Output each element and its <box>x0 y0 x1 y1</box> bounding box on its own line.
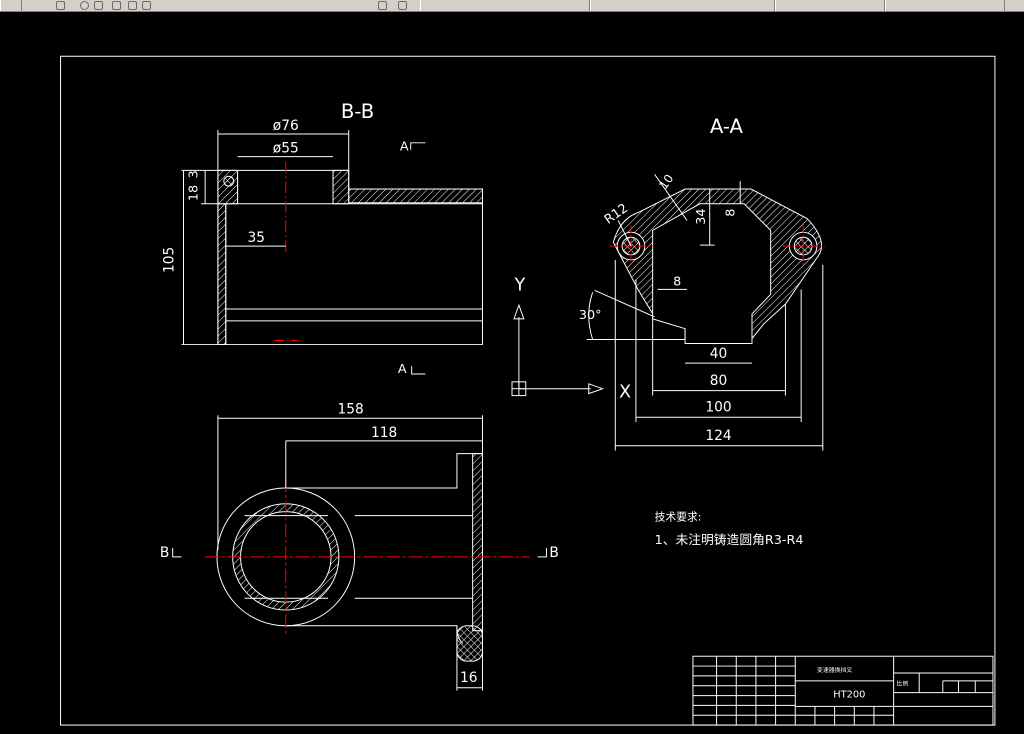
cad-drawing[interactable]: B-B ø76 ø55 105 18 3 35 <box>0 12 1024 730</box>
tech-requirements: 技术要求: 1、未注明铸造圆角R3-R4 <box>655 511 804 549</box>
bb-top-wall <box>348 188 483 204</box>
title-material: HT200 <box>833 690 865 701</box>
title-scale: 比例 <box>897 680 909 688</box>
title-block: 变速器换挡叉 HT200 比例 <box>692 655 994 726</box>
dim-d100: 100 <box>705 399 731 415</box>
dim-d35: 35 <box>248 230 266 246</box>
plan-arm-bottom <box>285 625 458 662</box>
top-toolbar <box>0 0 1024 12</box>
axis-x-label: X <box>619 383 631 403</box>
toolbar-combo-linetype[interactable] <box>775 0 885 11</box>
dim-d76: ø76 <box>273 118 299 134</box>
section-aa-title: A-A <box>710 115 744 138</box>
drawing-border <box>60 55 996 726</box>
bb-left-wall <box>217 203 227 345</box>
dim-angle30: 30° <box>579 308 602 323</box>
section-aa: A-A R12 10 34 8 8 30° 40 80 <box>579 115 825 451</box>
section-bb-title: B-B <box>341 100 374 123</box>
new-icon[interactable] <box>56 1 65 10</box>
save-icon[interactable] <box>94 1 103 10</box>
undo-icon[interactable] <box>142 1 151 10</box>
dim-d158: 158 <box>338 401 364 417</box>
toolbar-combo-lineweight[interactable] <box>885 0 1005 11</box>
dim-h3: 3 <box>186 170 201 178</box>
tech-req-item-1: 1、未注明铸造圆角R3-R4 <box>655 532 804 548</box>
section-marker-b-right: B <box>549 545 558 561</box>
dim-h18: 18 <box>186 185 201 201</box>
dim-d124: 124 <box>705 428 731 444</box>
dim-d40: 40 <box>710 346 728 362</box>
dim-d34: 34 <box>694 208 709 224</box>
plan-view: 158 118 16 B B <box>160 401 559 691</box>
toolbar-combo-color[interactable] <box>590 0 775 11</box>
dim-h105: 105 <box>162 247 178 273</box>
print-icon[interactable] <box>112 1 121 10</box>
section-marker-a-bottom: A <box>398 362 407 377</box>
drawing-canvas[interactable]: B-B ø76 ø55 105 18 3 35 <box>0 12 1024 730</box>
toolbar-combo-layer[interactable] <box>420 0 590 11</box>
bb-seal-ring <box>223 175 235 187</box>
dim-d118: 118 <box>371 425 397 441</box>
toolbar-segment-1 <box>0 0 22 11</box>
section-marker-a-top: A <box>400 140 409 155</box>
plot-icon[interactable] <box>128 1 137 10</box>
layer-icon[interactable] <box>398 1 407 10</box>
dim-d16: 16 <box>460 670 478 686</box>
redo-icon[interactable] <box>378 1 387 10</box>
dim-d8b: 8 <box>673 274 681 289</box>
section-marker-b-left: B <box>160 545 169 561</box>
plan-boss <box>456 625 483 662</box>
dim-d55: ø55 <box>273 141 299 157</box>
plan-arm-wall <box>472 453 483 632</box>
bb-flange-right <box>332 169 350 205</box>
axis-y-label: Y <box>513 275 525 295</box>
aa-inner-cavity <box>652 203 772 344</box>
section-bb: B-B ø76 ø55 105 18 3 35 <box>162 100 483 377</box>
dim-d8a: 8 <box>723 209 738 217</box>
open-icon[interactable] <box>80 1 89 10</box>
title-part-name: 变速器换挡叉 <box>817 666 852 674</box>
dim-d80: 80 <box>710 373 728 389</box>
ucs-icon: Y X <box>511 275 631 403</box>
tech-req-title: 技术要求: <box>655 511 702 524</box>
dim-d10: 10 <box>656 172 676 192</box>
bb-flange-left <box>217 169 239 205</box>
